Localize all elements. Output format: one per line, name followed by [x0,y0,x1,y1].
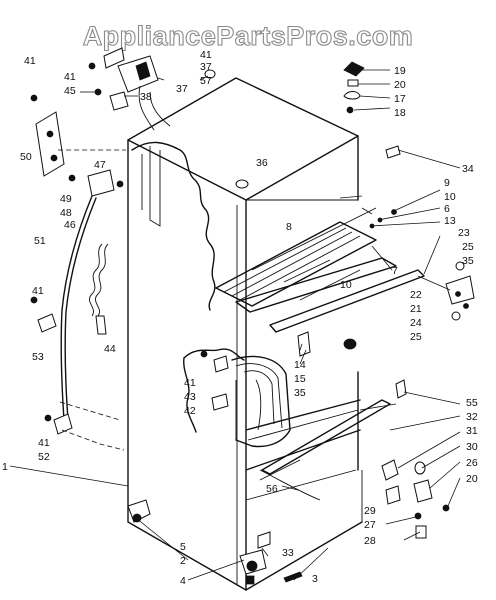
callout-10b: 10 [340,279,352,291]
callout-4: 4 [180,575,186,587]
callout-31: 31 [466,425,478,437]
callout-30: 30 [466,441,478,453]
callout-19: 19 [394,65,406,77]
callout-37b: 37 [176,83,188,95]
callout-33: 33 [282,547,294,559]
callout-6: 6 [444,203,450,215]
callout-1: 1 [2,461,8,473]
callout-9: 9 [444,177,450,189]
callout-8: 8 [286,221,292,233]
callout-43: 43 [184,391,196,403]
right-bracket-cluster [445,261,475,321]
callout-2: 2 [180,555,186,567]
callout-14: 14 [294,359,306,371]
callout-56: 56 [266,483,278,495]
tube-clips [30,296,73,435]
callout-41d: 41 [38,437,50,449]
callout-41c: 41 [32,285,44,297]
lower-shelf-frame [245,399,391,501]
shelf-support-parts [297,331,357,357]
callout-7: 7 [392,265,398,277]
callout-25a: 25 [462,241,474,253]
callout-45: 45 [64,85,76,97]
switch-box-part [35,111,65,177]
clamp-parts [68,169,124,197]
callout-52: 52 [38,451,50,463]
callout-18: 18 [394,107,406,119]
control-bracket-parts [88,47,216,131]
freezer-rail-assembly [215,207,425,333]
callout-55: 55 [466,397,478,409]
callout-3: 3 [312,573,318,585]
callout-41e: 41 [184,377,196,389]
callout-50: 50 [20,151,32,163]
callout-5: 5 [180,541,186,553]
callout-32: 32 [466,411,478,423]
callout-25b: 25 [410,331,422,343]
callout-20a: 20 [394,79,406,91]
callout-13: 13 [444,215,456,227]
leveling-leg-parts [127,499,303,585]
callout-47: 47 [94,159,106,171]
callout-41b: 41 [64,71,76,83]
callout-41f: 41 [200,49,212,61]
callout-53: 53 [32,351,44,363]
duct-clips [200,350,229,411]
callout-10a: 10 [444,191,456,203]
callout-15: 15 [294,373,306,385]
bottom-right-parts [257,379,450,549]
watermark: AppliancePartsPros.com [83,21,414,51]
callout-21: 21 [410,303,422,315]
callout-49: 49 [60,193,72,205]
rail-screws [369,209,397,229]
callout-37a: 37 [200,61,212,73]
drain-tube-and-cord [60,195,109,421]
callout-23: 23 [458,227,470,239]
callout-27: 27 [364,519,376,531]
leader-lines [9,69,461,581]
callout-22: 22 [410,289,422,301]
callout-51: 51 [34,235,46,247]
callout-26: 26 [466,457,478,469]
screw-41a [30,94,38,102]
air-duct-assembly [231,355,291,448]
refrigerator-cabinet [127,77,363,591]
callout-38: 38 [140,91,152,103]
callout-labels: 1 2 3 4 5 6 7 8 9 10 10 13 14 15 17 18 1… [2,49,478,587]
callout-24: 24 [410,317,422,329]
callout-48: 48 [60,207,72,219]
callout-46: 46 [64,219,76,231]
callout-57: 57 [200,75,212,87]
callout-35a: 35 [294,387,306,399]
callout-20b: 20 [466,473,478,485]
callout-34: 34 [462,163,474,175]
callout-35b: 35 [462,255,474,267]
bushing-part [385,145,401,159]
callout-17: 17 [394,93,406,105]
callout-41a: 41 [24,55,36,67]
callout-29: 29 [364,505,376,517]
plug-part [235,179,249,189]
callout-42: 42 [184,405,196,417]
callout-44: 44 [104,343,116,355]
callout-28: 28 [364,535,376,547]
top-hinge-parts [343,61,365,114]
callout-36: 36 [256,157,268,169]
